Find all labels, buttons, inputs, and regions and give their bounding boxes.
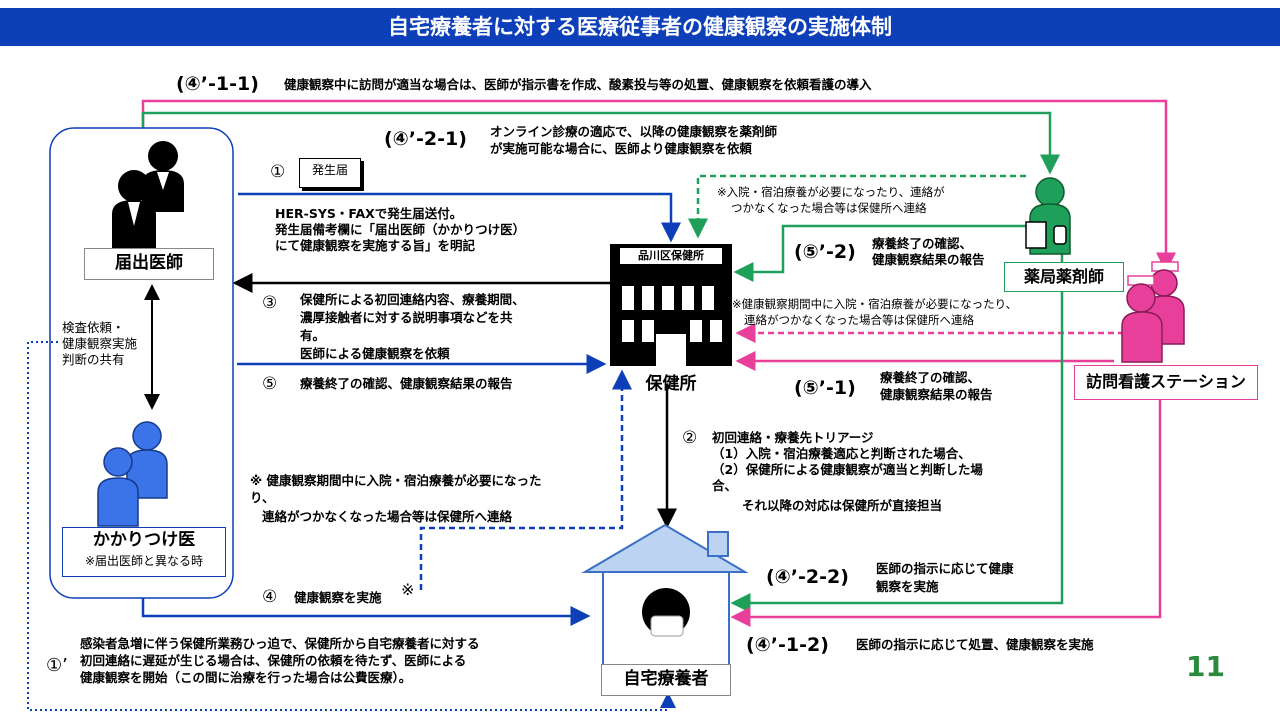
nurse-note-line2: 連絡がつかなくなった場合等は保健所へ連絡 [744,313,974,327]
pharmacist-label: 薬局薬剤師 [1004,262,1124,292]
text-5-1-line2: 健康観察結果の報告 [880,387,993,402]
text-1-prime-line1: 感染者急増に伴う保健所業務ひっ迫で、保健所から自宅療養者に対する [80,636,480,651]
health-center-sign: 品川区保健所 [620,248,722,264]
flow-line-5-2 [733,224,1030,282]
flow-line-4-2-2 [730,254,1064,613]
text-4-1-2: 医師の指示に応じて処置、健康観察を実施 [856,637,1094,652]
notifying-doctor-label: 届出医師 [84,248,214,280]
text-2-line1: 初回連絡・療養先トリアージ [712,430,874,445]
text-4-2-2-line1: 医師の指示に応じて健康 [876,561,1014,576]
text-4-2-1-line1: オンライン診療の適応で、以降の健康観察を薬剤師 [490,124,778,139]
home-patient-label: 自宅療養者 [601,664,731,696]
text-1-line2: 発生届備考欄に「届出医師（かかりつけ医） [275,222,526,237]
num-3: ③ [262,293,278,313]
code-4-1-1: (④’-1-1) [176,73,259,95]
nurse-figure [1121,261,1185,363]
text-3-line2: 濃厚接触者に対する説明事項などを共 [300,310,513,325]
share-line3: 判断の共有 [62,352,125,367]
num-1: ① [270,162,286,182]
text-3-line3: 有。 [300,328,326,343]
pharm-note-line2: つかなくなった場合等は保健所へ連絡 [731,201,927,215]
text-2-line5: それ以降の対応は保健所が直接担当 [742,498,943,513]
pharmacist-figure [1025,177,1071,255]
doctors-group-box [49,127,234,599]
doctor-note-line1: ※ 健康観察期間中に入院・宿泊療養が必要になった [250,473,542,488]
nursing-station-label: 訪問看護ステーション [1074,365,1258,400]
text-2-line4: 合、 [712,478,738,493]
text-1-prime-line2: 初回連絡に遅延が生じる場合は、保健所の依頼を待たず、医師による [80,653,467,668]
text-4-mark: ※ [401,580,415,599]
page-number: 11 [1186,650,1225,683]
text-4: 健康観察を実施 [294,590,382,605]
pharm-note-line1: ※入院・宿泊療養が必要になったり、連絡が [717,185,945,199]
doctor-note-line2: り、 [250,490,275,505]
text-4-2-2-line2: 観察を実施 [876,579,939,594]
share-line2: 健康観察実施 [62,336,138,351]
flow-line-4 [141,598,591,626]
family-doctor-label: かかりつけ医 [92,530,196,550]
flow-line-doctor-note [419,369,632,590]
family-doctor-figure [97,421,168,527]
text-5-2-line1: 療養終了の確認、 [872,236,973,251]
code-4-1-2: (④’-1-2) [746,634,829,656]
text-1-prime-line3: 健康観察を開始（この間に治療を行った場合は公費医療）。 [80,670,412,685]
nurse-note-line1: ※健康観察期間中に入院・宿泊療養が必要になったり、 [732,297,1018,311]
num-2: ② [682,428,698,448]
text-1-line1: HER-SYS・FAXで発生届送付。 [275,206,463,221]
share-line1: 検査依頼・ [62,320,125,335]
flow-line-4-1-2 [730,399,1162,627]
text-1-line3: にて健康観察を実施する旨」を明記 [275,238,476,253]
code-5-1: (⑤’-1) [794,377,856,399]
text-5-1-line1: 療養終了の確認、 [880,370,981,385]
family-doctor-label-box: かかりつけ医 ※届出医師と異なる時 [62,527,226,577]
text-4-1-1: 健康観察中に訪問が適当な場合は、医師が指示書を作成、酸素投与等の処置、健康観察を… [284,77,872,92]
text-3-line4: 医師による健康観察を依頼 [300,346,450,361]
flow-line-1 [238,192,681,243]
text-2-line3: （2）保健所による健康観察が適当と判断した場 [712,462,983,477]
home-house-icon [581,523,749,669]
text-3-line1: 保健所による初回連絡内容、療養期間、 [300,292,525,307]
text-4-2-1-line2: が実施可能な場合に、医師より健康観察を依頼 [490,141,752,156]
text-2-line2: （1）入院・宿泊療養適応と判断された場合、 [712,446,971,461]
health-center-label: 保健所 [645,374,697,394]
notification-doc: 発生届 [299,158,361,188]
notifying-doctor-figure [112,141,184,248]
doctor-note-line3: 連絡がつかなくなった場合等は保健所へ連絡 [262,509,513,524]
num-4: ④ [262,587,278,607]
num-5: ⑤ [262,374,278,394]
text-5: 療養終了の確認、健康観察結果の報告 [300,376,513,391]
code-4-2-1: (④’-2-1) [384,128,467,150]
code-5-2: (⑤’-2) [794,241,856,263]
flow-line-1-prime [27,341,676,711]
flow-line-4-2-1 [141,111,1060,175]
num-1-prime: ①’ [46,655,68,676]
health-center-building [610,244,732,366]
notification-doc-label: 発生届 [311,163,348,177]
family-doctor-note: ※届出医師と異なる時 [84,554,204,568]
page-title: 自宅療養者に対する医療従事者の健康観察の実施体制 [0,8,1280,46]
text-5-2-line2: 健康観察結果の報告 [872,252,985,267]
code-4-2-2: (④’-2-2) [766,566,849,588]
